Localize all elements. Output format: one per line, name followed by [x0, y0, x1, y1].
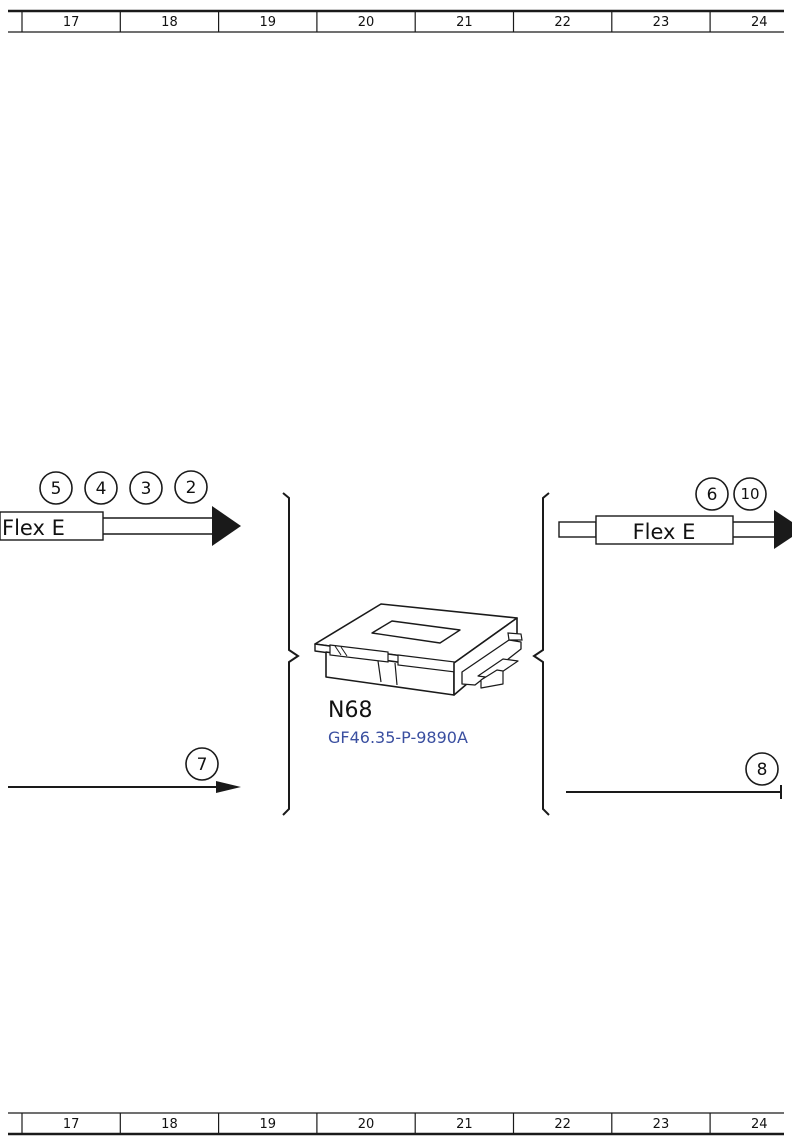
arrow-right-icon [774, 510, 792, 549]
grid-column-label: 19 [259, 15, 276, 30]
component-code: N68 [328, 698, 372, 723]
grid-column-label: 22 [554, 15, 571, 30]
arrow-right-icon [212, 506, 241, 546]
grid-column-label: 21 [456, 1117, 473, 1132]
bus-marker: 10 [733, 477, 767, 511]
bus-marker: 5 [39, 471, 73, 505]
control-unit-icon [314, 603, 523, 696]
grid-column-label: 20 [358, 1117, 375, 1132]
bus-marker-label: 3 [141, 479, 152, 499]
left-brace [282, 492, 300, 816]
grid-column-label: 18 [161, 1117, 178, 1132]
right-brace [532, 492, 550, 816]
bus-marker: 2 [174, 470, 208, 504]
bus-marker-label: 10 [740, 485, 759, 503]
grid-column-label: 21 [456, 15, 473, 30]
bus-marker: 6 [695, 477, 729, 511]
bus-marker-label: 5 [51, 479, 62, 499]
grid-column-label: 23 [653, 1117, 670, 1132]
grid-column-label: 24 [751, 1117, 768, 1132]
line-marker: 7 [185, 747, 219, 781]
grid-column-label: 17 [63, 15, 80, 30]
bus-label: Flex E [2, 516, 65, 540]
bus-marker-label: 2 [186, 478, 197, 498]
bus-marker: 4 [84, 471, 118, 505]
right-signal-line: 8 [566, 752, 782, 799]
grid-column-label: 19 [259, 1117, 276, 1132]
top-grid-ruler: 17 18 19 20 21 22 23 24 [8, 9, 784, 33]
document-reference-link[interactable]: GF46.35-P-9890A [328, 728, 468, 747]
grid-column-label: 23 [653, 15, 670, 30]
bottom-grid-ruler: 17 18 19 20 21 22 23 24 [8, 1112, 784, 1136]
right-flex-e-bus: 6 10 Flex E [558, 477, 792, 549]
left-flex-e-bus: 5 4 3 2 Flex E [0, 470, 241, 546]
line-marker: 8 [745, 752, 779, 786]
bus-marker-label: 6 [707, 485, 718, 505]
bus-marker: 3 [129, 471, 163, 505]
line-marker-label: 8 [757, 760, 768, 780]
bus-marker-label: 4 [96, 479, 107, 499]
left-signal-line: 7 [8, 747, 241, 793]
grid-column-label: 20 [358, 15, 375, 30]
grid-column-label: 24 [751, 15, 768, 30]
grid-column-label: 18 [161, 15, 178, 30]
grid-column-label: 22 [554, 1117, 571, 1132]
line-marker-label: 7 [197, 755, 208, 775]
arrow-right-icon [216, 781, 241, 793]
grid-column-label: 17 [63, 1117, 80, 1132]
bus-label: Flex E [633, 520, 696, 544]
